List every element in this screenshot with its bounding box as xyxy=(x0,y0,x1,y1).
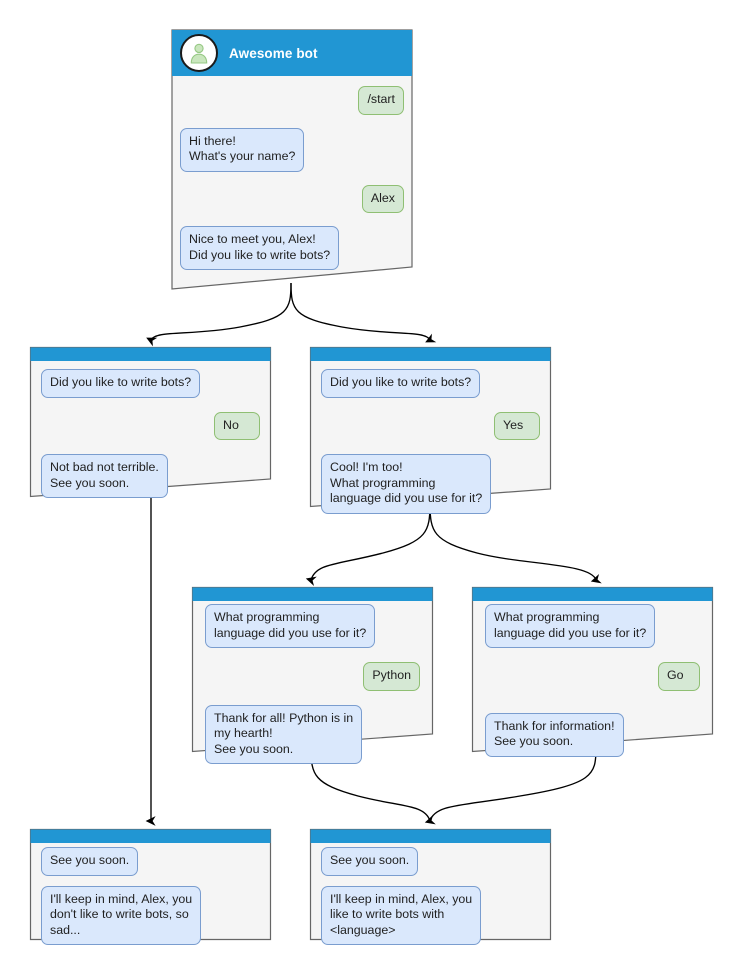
message-bubble-bot: Nice to meet you, Alex! Did you like to … xyxy=(180,226,340,270)
message-bubble-bot: What programming language did you use fo… xyxy=(485,604,656,648)
message-bubble-bot: Did you like to write bots? xyxy=(321,369,481,398)
node-root-messages: /start Hi there! What's your name? Alex … xyxy=(169,76,415,270)
message-bubble-bot: I'll keep in mind, Alex, you like to wri… xyxy=(321,885,482,945)
message-bubble-user: No xyxy=(214,411,260,440)
message-bubble-user: Alex xyxy=(361,184,404,213)
node-yes-branch-messages: Did you like to write bots? Yes Cool! I'… xyxy=(309,361,552,514)
node-root[interactable]: Awesome bot /start Hi there! What's your… xyxy=(169,28,415,291)
message-bubble-user: Go xyxy=(658,662,700,691)
node-end-happy[interactable]: See you soon. I'll keep in mind, Alex, y… xyxy=(309,828,552,945)
node-root-title: Awesome bot xyxy=(229,45,318,61)
message-bubble-bot: See you soon. xyxy=(41,847,139,876)
node-end-sad-messages: See you soon. I'll keep in mind, Alex, y… xyxy=(29,843,272,945)
edge-go-to-end-happy xyxy=(429,747,597,822)
message-bubble-user: /start xyxy=(358,86,404,115)
edge-root-to-no xyxy=(146,282,292,347)
message-bubble-bot: Not bad not terrible. See you soon. xyxy=(41,454,168,498)
message-bubble-bot: Did you like to write bots? xyxy=(41,369,201,398)
message-bubble-bot: Thank for all! Python is in my hearth! S… xyxy=(205,704,363,764)
message-bubble-bot: See you soon. xyxy=(321,847,419,876)
node-end-happy-messages: See you soon. I'll keep in mind, Alex, y… xyxy=(309,843,552,945)
node-end-sad[interactable]: See you soon. I'll keep in mind, Alex, y… xyxy=(29,828,272,945)
message-bubble-bot: Thank for information! See you soon. xyxy=(485,712,624,757)
message-bubble-bot: Cool! I'm too! What programming language… xyxy=(321,454,492,514)
message-bubble-bot: Hi there! What's your name? xyxy=(180,127,305,172)
message-bubble-user: Yes xyxy=(494,411,540,440)
message-bubble-bot: I'll keep in mind, Alex, you don't like … xyxy=(41,885,202,945)
edge-root-to-yes xyxy=(290,282,437,343)
person-avatar-icon xyxy=(180,34,218,72)
edge-yes-to-python xyxy=(305,502,431,586)
node-go-branch[interactable]: What programming language did you use fo… xyxy=(471,586,714,757)
edge-yes-to-go xyxy=(429,502,602,584)
node-no-branch[interactable]: Did you like to write bots? No Not bad n… xyxy=(29,346,272,498)
node-go-branch-messages: What programming language did you use fo… xyxy=(471,601,714,757)
node-root-header: Awesome bot xyxy=(172,30,412,76)
message-bubble-bot: What programming language did you use fo… xyxy=(205,604,376,648)
message-bubble-user: Python xyxy=(363,662,420,691)
node-no-branch-messages: Did you like to write bots? No Not bad n… xyxy=(29,361,272,498)
node-python-branch[interactable]: What programming language did you use fo… xyxy=(191,586,434,764)
node-yes-branch[interactable]: Did you like to write bots? Yes Cool! I'… xyxy=(309,346,552,514)
node-python-branch-messages: What programming language did you use fo… xyxy=(191,601,434,764)
